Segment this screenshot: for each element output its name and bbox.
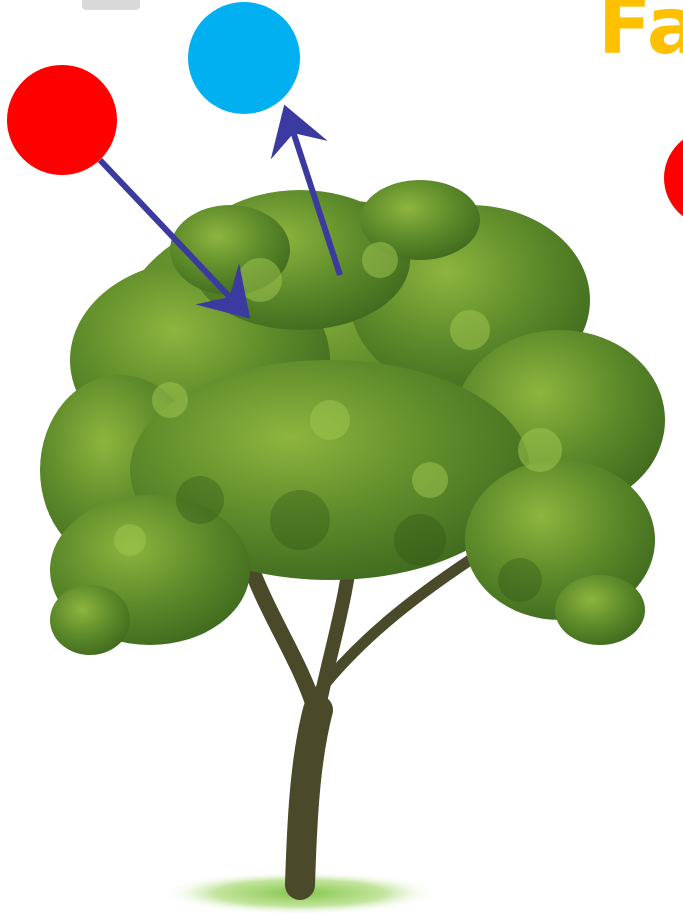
blue-ball-rising [188, 2, 300, 114]
tree-image [40, 180, 665, 885]
red-ball-falling [7, 65, 117, 175]
page-title: Fa [598, 0, 683, 66]
corner-tab [82, 0, 140, 10]
red-ball-partial [664, 130, 683, 226]
